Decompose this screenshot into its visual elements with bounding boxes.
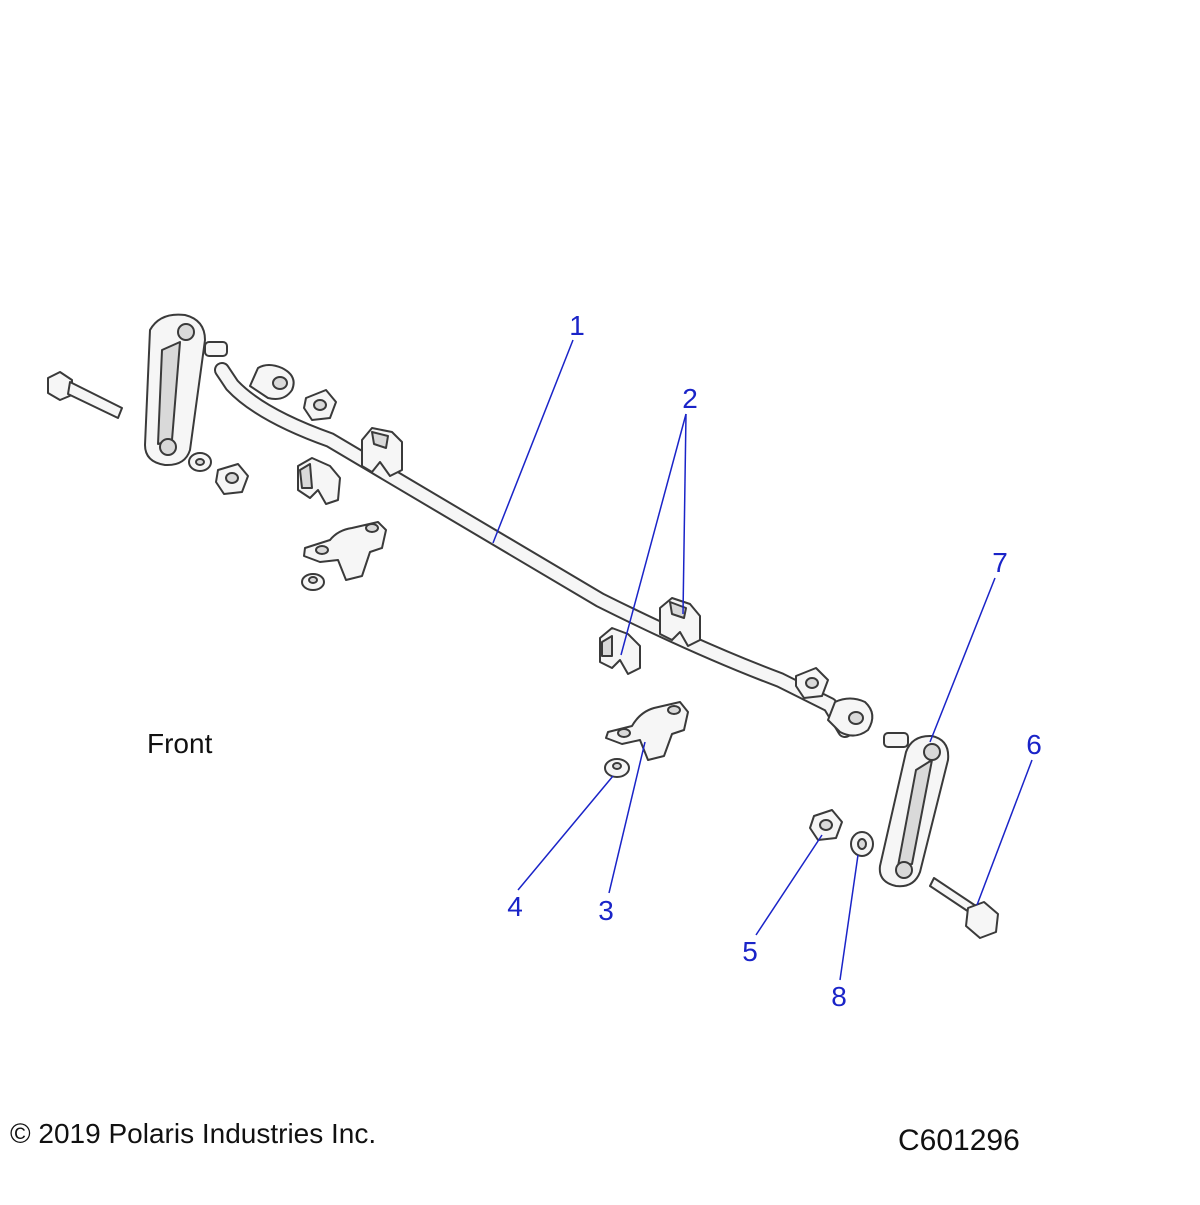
bolt-left (47, 371, 123, 419)
bushing-left-lower (297, 457, 341, 505)
nut-right (809, 809, 843, 841)
nut-bracket-left-a (301, 573, 325, 591)
nut-upper-left (303, 389, 337, 421)
stabilizer-bar (214, 362, 874, 738)
link-right (878, 732, 950, 888)
callout-5: 5 (742, 936, 758, 967)
link-left (144, 313, 228, 467)
callout-2: 2 (682, 383, 698, 414)
bolt-right (929, 877, 999, 939)
nut-upper-right (795, 667, 829, 699)
bushing-right-upper (659, 597, 701, 647)
front-label: Front (147, 728, 213, 759)
diagram-code: C601296 (898, 1124, 1020, 1157)
bracket-right (605, 701, 689, 761)
bushing-right-lower (599, 627, 641, 675)
callout-7: 7 (992, 547, 1008, 578)
bushing-left-upper (361, 427, 403, 477)
callout-4: 4 (507, 891, 523, 922)
washer-right (850, 831, 874, 857)
copyright-text: © 2019 Polaris Industries Inc. (10, 1118, 377, 1149)
callout-6: 6 (1026, 729, 1042, 760)
leader-lines (492, 339, 1033, 981)
callout-3: 3 (598, 895, 614, 926)
callout-1: 1 (569, 310, 585, 341)
flange-nut (604, 758, 630, 778)
callout-8: 8 (831, 981, 847, 1012)
bracket-left (303, 521, 387, 581)
nut-left (215, 463, 249, 495)
washer-left (188, 452, 212, 472)
